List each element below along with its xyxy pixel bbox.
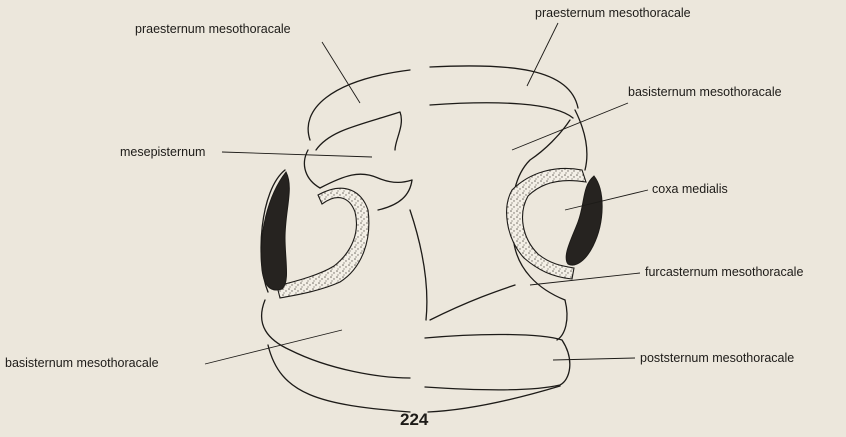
leader-praesternum-right	[527, 23, 558, 86]
leader-basisternum-right	[512, 103, 628, 150]
top-outline-left	[308, 70, 410, 140]
furcasternum-line	[430, 285, 515, 320]
right-outer-edge	[575, 110, 587, 170]
furca-lower	[557, 300, 567, 340]
label-basisternum-right: basisternum mesothoracale	[628, 85, 782, 99]
label-coxa-medialis: coxa medialis	[652, 182, 728, 196]
leader-mesepisternum	[222, 152, 372, 157]
poststernum-outline	[425, 334, 570, 389]
mesepisternum-plate	[316, 112, 401, 150]
label-basisternum-left: basisternum mesothoracale	[5, 356, 159, 370]
label-praesternum-right: praesternum mesothoracale	[535, 6, 691, 20]
page-number: 224	[400, 410, 428, 430]
basisternum-left-outline	[262, 300, 410, 378]
bottom-outline-left	[268, 345, 410, 412]
left-lower-plate	[320, 174, 412, 188]
label-mesepisternum: mesepisternum	[120, 145, 205, 159]
leader-poststernum	[553, 358, 635, 360]
left-episternum-edge	[304, 150, 320, 188]
label-poststernum: poststernum mesothoracale	[640, 351, 794, 365]
coxa-right-dark	[566, 176, 602, 265]
leader-coxa-medialis	[565, 190, 648, 210]
leader-basisternum-left	[205, 330, 342, 364]
label-furcasternum: furcasternum mesothoracale	[645, 265, 803, 279]
right-edge-left-body	[378, 180, 412, 210]
left-body-right-edge	[410, 210, 427, 320]
leader-praesternum-left	[322, 42, 360, 103]
stipple-band-left	[277, 188, 369, 298]
top-outline-right	[430, 66, 578, 108]
leader-furcasternum	[530, 273, 640, 285]
label-praesternum-left: praesternum mesothoracale	[135, 22, 291, 36]
coxa-left-dark	[261, 172, 289, 290]
praesternum-fold-right	[430, 103, 573, 118]
